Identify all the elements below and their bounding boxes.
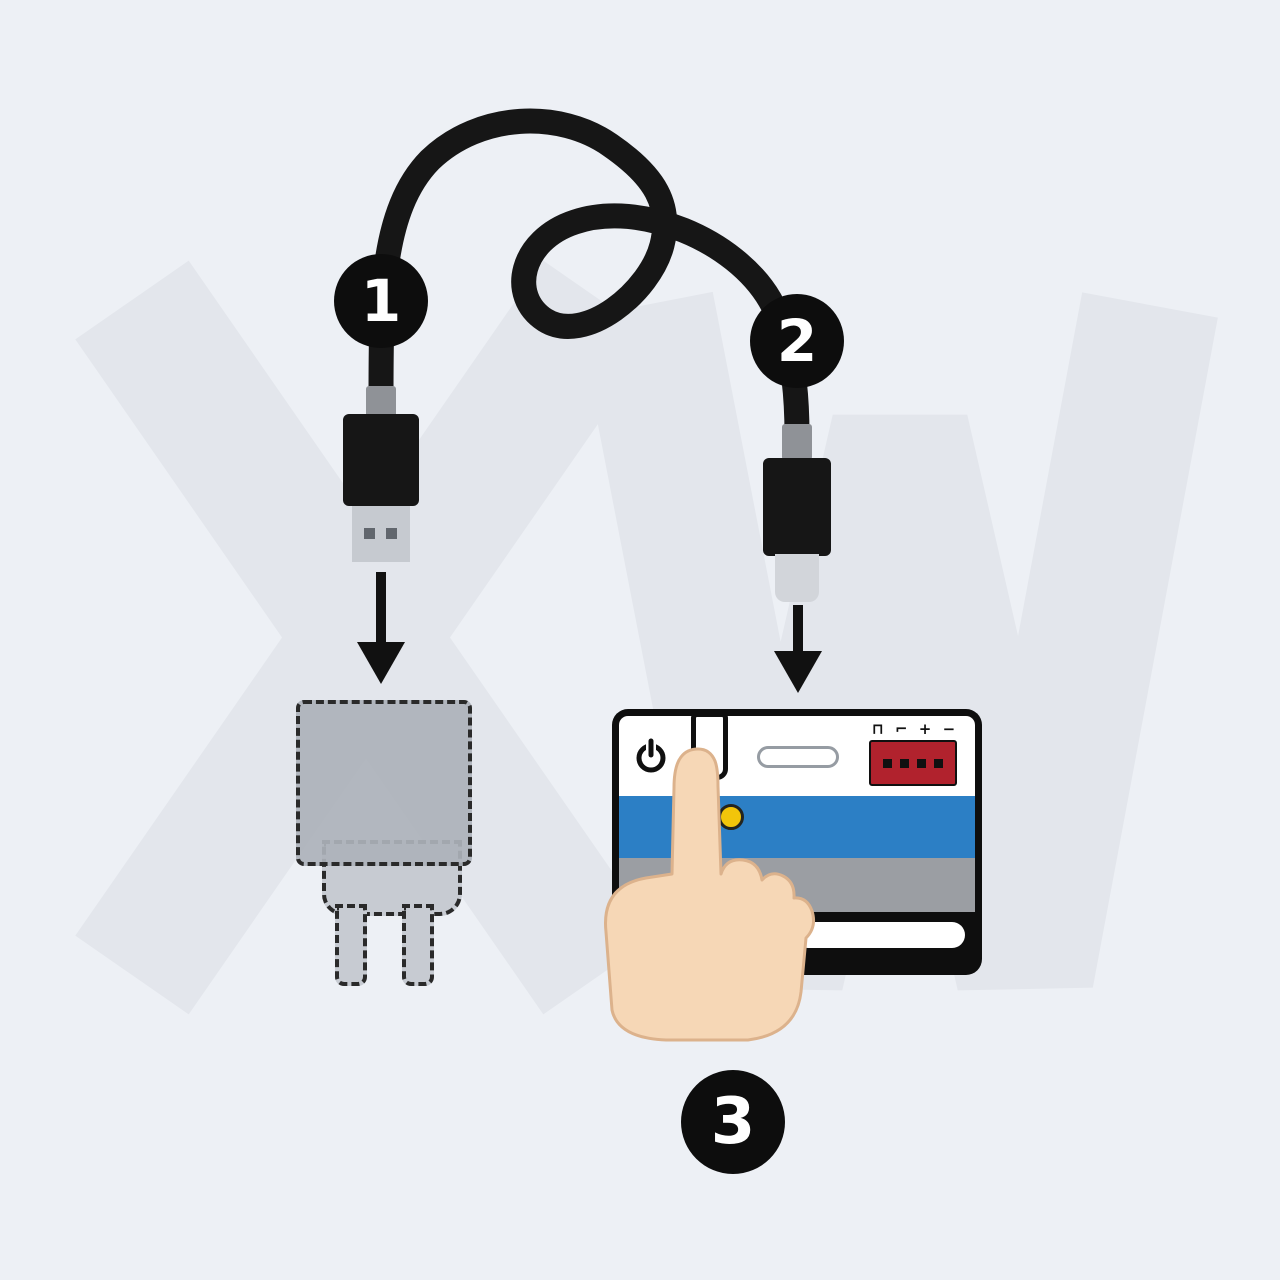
device-slot [795,922,965,948]
connector-markings: ⊓ ⌐ + − [871,720,959,738]
connector-pin [917,758,926,768]
cable-strain-relief-2 [782,424,812,460]
wall-charger-icon [296,700,472,866]
device: ⊓ ⌐ + − [612,709,982,975]
connector-pin [883,758,892,768]
device-blue-stripe [619,796,975,858]
usb-a-connector-icon [343,414,419,506]
usb-a-pin-hole [364,528,375,539]
power-connector-socket [869,740,957,786]
arrow-down-icon [357,572,405,684]
connector-pin [900,758,909,768]
step-3-label: 3 [710,1085,756,1159]
usb-c-port [757,746,839,768]
step-3-badge: 3 [681,1070,785,1174]
step-1-badge: 1 [334,254,428,348]
device-face: ⊓ ⌐ + − [619,716,975,968]
cable-connector-tip [775,554,819,602]
charger-prong-left [335,904,367,986]
charger-prong-right [402,904,434,986]
indicator-light [718,804,744,830]
device-bottom-panel [619,912,975,968]
step-1-label: 1 [360,267,402,335]
usb-a-metal-tip [352,506,410,562]
power-icon [636,738,666,773]
device-gray-stripe [619,858,975,912]
cable-connector-icon [763,458,831,556]
connector-pin [934,758,943,768]
usb-a-pin-hole [386,528,397,539]
device-top-panel: ⊓ ⌐ + − [619,716,975,796]
step-2-badge: 2 [750,294,844,388]
arrow-down-icon [774,605,822,693]
device-button [691,716,728,780]
step-2-label: 2 [776,307,818,375]
